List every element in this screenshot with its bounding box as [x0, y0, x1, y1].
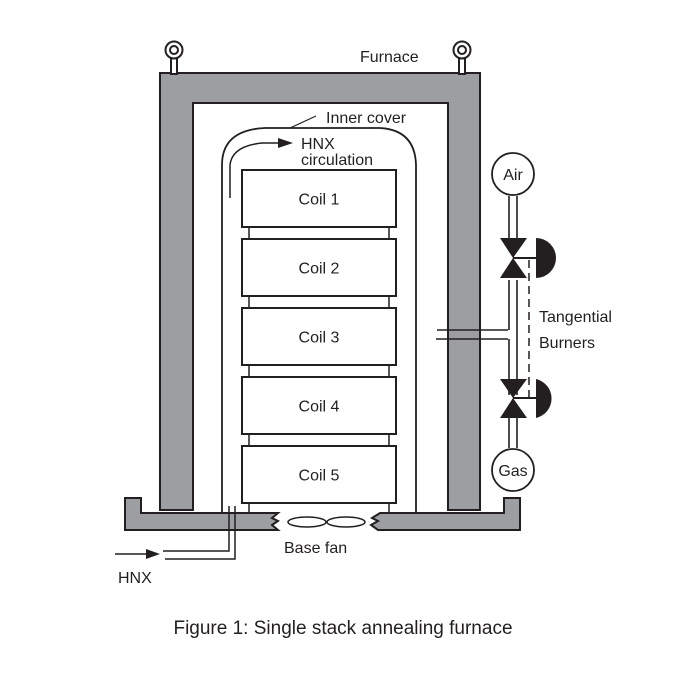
- inner-cover-leader: [289, 115, 317, 129]
- furnace-label: Furnace: [360, 49, 419, 66]
- air-control-valve-icon: [500, 238, 556, 278]
- coil-2: [241, 238, 397, 297]
- coil-3: [241, 307, 397, 366]
- air-source-circle: [491, 152, 535, 196]
- tangential-burners-label-1: Tangential: [539, 309, 612, 326]
- coil-4: [241, 376, 397, 435]
- hnx-circulation-label-1: HNX: [301, 136, 335, 153]
- coil-stack: Coil 1 Coil 2 Coil 3 Coil 4 Coil 5: [241, 169, 397, 513]
- inner-cover: [221, 127, 417, 513]
- coil-5: [241, 445, 397, 504]
- gas-label: Gas: [498, 463, 527, 480]
- gas-control-valve-icon: [500, 379, 552, 418]
- hnx-inlet-label: HNX: [118, 570, 152, 587]
- figure-caption: Figure 1: Single stack annealing furnace: [173, 618, 512, 639]
- arrowhead-icon: [146, 549, 160, 559]
- inner-cover-label: Inner cover: [326, 110, 407, 127]
- hnx-inlet-pipe: [163, 506, 236, 560]
- coil-label: Coil 1: [299, 192, 340, 209]
- coil-label: Coil 2: [299, 261, 340, 278]
- arrowhead-icon: [278, 138, 293, 148]
- lifting-eye-left-icon: [164, 40, 184, 75]
- burner-pipe: [436, 329, 508, 340]
- air-label: Air: [503, 167, 523, 184]
- coil-label: Coil 4: [299, 399, 340, 416]
- furnace-base-right: [369, 497, 521, 531]
- base-fan-icon: [287, 516, 366, 528]
- furnace-base-left: [124, 497, 281, 531]
- gas-source-circle: [491, 448, 535, 492]
- tangential-burners-label-2: Burners: [539, 335, 595, 352]
- furnace-wall: [159, 72, 481, 511]
- hnx-circulation-label-2: circulation: [301, 152, 373, 169]
- coil-label: Coil 5: [299, 468, 340, 485]
- hnx-circulation-arrow: [229, 142, 280, 198]
- lifting-eye-right-icon: [452, 40, 472, 75]
- base-fan-label: Base fan: [284, 540, 347, 557]
- coil-1: [241, 169, 397, 228]
- coil-label: Coil 3: [299, 330, 340, 347]
